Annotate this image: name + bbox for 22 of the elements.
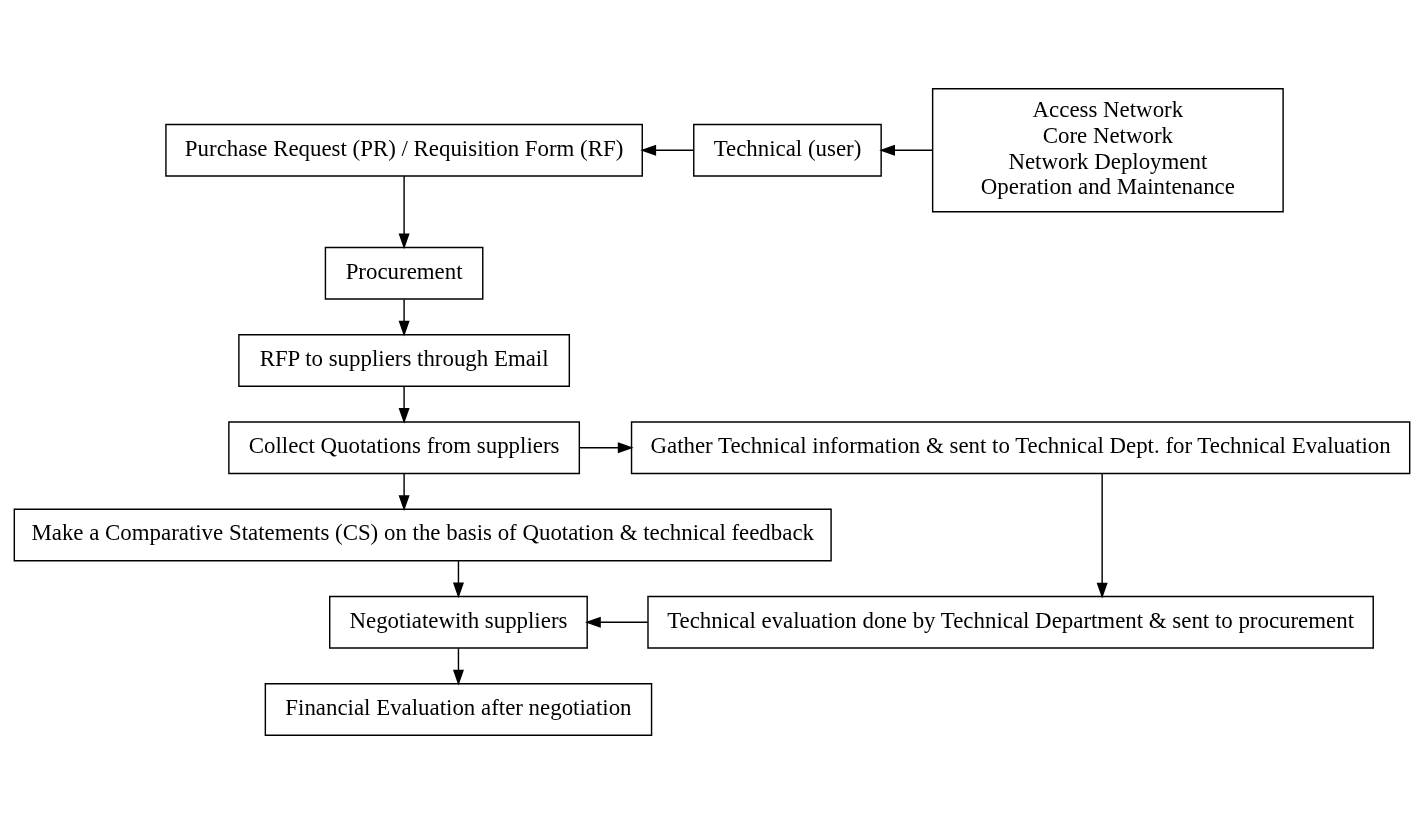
node-box: Purchase Request (PR) / Requisition Form (RF) [165, 123, 643, 177]
node-box: Technical (user) [693, 123, 882, 177]
arrow [585, 616, 649, 628]
node-box: Procurement [324, 246, 484, 300]
arrow [1096, 472, 1108, 599]
node-box: Negotiatewith suppliers [329, 595, 588, 649]
node-box: Gather Technical information & sent to Technical Dept. for Technical Evaluation [630, 421, 1411, 475]
arrow [640, 144, 695, 156]
node-box: Technical evaluation done by Technical Department & sent to procurement [647, 595, 1374, 649]
arrow [398, 473, 410, 511]
node-box: RFP to suppliers through Email [238, 334, 571, 387]
arrow [452, 560, 464, 599]
arrow [398, 298, 410, 337]
node-box: Access Network Core Network Network Deployment Operation and Maintenance [931, 88, 1284, 213]
node-box: Collect Quotations from suppliers [228, 421, 581, 475]
node-box: Make a Comparative Statements (CS) on the basis of Quotation & technical feedback [13, 508, 832, 562]
node-box: Financial Evaluation after negotiation [264, 683, 653, 736]
arrow [578, 442, 634, 454]
arrow [879, 144, 934, 156]
arrow [398, 385, 410, 424]
arrow [398, 175, 410, 250]
arrow [452, 647, 464, 686]
